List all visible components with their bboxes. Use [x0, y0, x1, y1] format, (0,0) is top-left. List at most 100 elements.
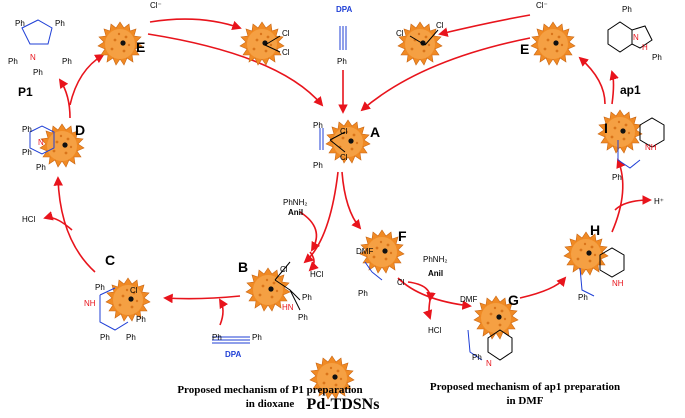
svg-text:NH: NH	[645, 143, 657, 152]
svg-text:Ph: Ph	[8, 57, 18, 66]
molecule-bonds	[21, 19, 665, 361]
label-e-left: E	[136, 39, 145, 55]
svg-text:Ph: Ph	[95, 283, 105, 292]
arrow-a-to-f	[341, 171, 362, 230]
nanoparticles	[39, 21, 643, 400]
product-labels: P1 ap1	[18, 83, 641, 99]
label-f: F	[398, 228, 407, 244]
svg-text:Cl: Cl	[130, 286, 138, 295]
svg-text:Ph: Ph	[36, 163, 46, 172]
svg-text:Ph: Ph	[578, 293, 588, 302]
arrow-i-to-ap1	[609, 70, 619, 105]
reaction-arrows	[43, 14, 652, 326]
svg-text:Ph: Ph	[62, 57, 72, 66]
svg-text:Cl: Cl	[340, 127, 348, 136]
arrow-hcl-middle-out	[423, 299, 433, 320]
caption-right-line2: in DMF	[506, 395, 544, 407]
svg-text:NH: NH	[84, 299, 96, 308]
label-g: G	[508, 292, 519, 308]
caption-left-line1: Proposed mechanism of P1 preparation	[177, 384, 363, 396]
label-p1: P1	[18, 85, 33, 99]
svg-text:Ph: Ph	[212, 333, 222, 342]
svg-text:Ph: Ph	[22, 148, 32, 157]
arrow-anil-right	[407, 281, 436, 302]
label-a: A	[370, 124, 380, 140]
arrow-b-to-c	[163, 293, 241, 304]
svg-text:Cl: Cl	[282, 29, 290, 38]
anil-left: Anil	[288, 208, 303, 217]
arrow-h-to-i	[611, 158, 626, 233]
svg-text:N: N	[486, 359, 492, 368]
svg-text:Ph: Ph	[337, 57, 347, 66]
reagent-labels: Cl⁻ Cl⁻ DPA DPA PhNH₂ Anil PhNH₂ Anil HC…	[22, 1, 664, 359]
label-d: D	[75, 122, 85, 138]
svg-text:Ph: Ph	[22, 125, 32, 134]
label-h: H	[590, 222, 600, 238]
arrow-d-to-p1	[58, 78, 71, 119]
chloride-top-right: Cl⁻	[536, 1, 548, 10]
arrow-d-to-e	[69, 54, 105, 106]
arrow-e-to-a-right	[360, 37, 531, 112]
label-c: C	[105, 252, 115, 268]
svg-text:Ph: Ph	[302, 293, 312, 302]
svg-text:Cl: Cl	[436, 21, 444, 30]
proton: H⁺	[654, 197, 664, 206]
svg-text:Ph: Ph	[33, 68, 43, 77]
svg-text:Ph: Ph	[252, 333, 262, 342]
arrow-g-to-h	[519, 276, 567, 299]
np-e-right	[530, 21, 576, 66]
svg-text:Ph: Ph	[313, 121, 323, 130]
svg-text:Ph: Ph	[313, 161, 323, 170]
svg-text:N: N	[30, 53, 36, 62]
svg-text:Cl: Cl	[396, 29, 404, 38]
dpa-top: DPA	[336, 5, 353, 14]
arrow-i-to-e	[578, 56, 606, 105]
hcl-left: HCl	[310, 270, 324, 279]
arrow-hcl-leftmost-out	[43, 211, 73, 231]
chloride-top-left: Cl⁻	[150, 1, 162, 10]
svg-text:Cl: Cl	[282, 48, 290, 57]
svg-text:N: N	[633, 33, 639, 42]
svg-text:N: N	[38, 138, 44, 147]
arrow-cl-to-complex	[149, 18, 242, 30]
svg-text:Ph: Ph	[612, 173, 622, 182]
svg-text:Ph: Ph	[15, 19, 25, 28]
legend-catalyst: Pd-TDSNs	[306, 396, 380, 413]
hcl-leftmost: HCl	[22, 215, 36, 224]
phnh2-left: PhNH₂	[283, 198, 307, 207]
label-i: I	[604, 120, 608, 136]
label-b: B	[238, 259, 248, 275]
svg-text:NH: NH	[612, 279, 624, 288]
dpa-bottom: DPA	[225, 350, 242, 359]
svg-text:Ph: Ph	[136, 315, 146, 324]
phnh2-right: PhNH₂	[423, 255, 447, 264]
arrow-dpa-bottom-in	[219, 298, 229, 326]
arrow-proton-out	[614, 195, 652, 211]
hcl-middle: HCl	[428, 326, 442, 335]
svg-text:DMF: DMF	[460, 295, 477, 304]
caption-left: Proposed mechanism of P1 preparation in …	[155, 383, 385, 411]
svg-text:Ph: Ph	[298, 313, 308, 322]
svg-text:Ph: Ph	[622, 5, 632, 14]
svg-text:Cl: Cl	[280, 265, 288, 274]
svg-text:Cl: Cl	[340, 153, 348, 162]
arrow-cl-right-to-complex	[438, 14, 531, 37]
svg-text:Ph: Ph	[126, 333, 136, 342]
svg-text:Cl: Cl	[397, 278, 405, 287]
caption-right: Proposed mechanism of ap1 preparation in…	[395, 380, 655, 408]
arrow-anil-left	[299, 211, 321, 252]
label-e-right: E	[520, 41, 529, 57]
svg-text:DMF: DMF	[356, 247, 373, 256]
np-h	[563, 231, 609, 276]
arrow-e-to-a-left	[147, 33, 324, 107]
anil-right: Anil	[428, 269, 443, 278]
svg-text:Ph: Ph	[358, 289, 368, 298]
svg-text:HN: HN	[282, 303, 294, 312]
caption-left-line2: in dioxane	[245, 398, 295, 410]
atom-labels: Cl Cl Cl Cl Cl Cl Cl Cl Cl Ph Ph Ph Ph P…	[8, 5, 662, 368]
arrow-hcl-left-out	[308, 251, 319, 272]
svg-text:Ph: Ph	[100, 333, 110, 342]
arrow-c-to-d	[53, 176, 96, 273]
caption-right-line1: Proposed mechanism of ap1 preparation	[429, 381, 621, 393]
